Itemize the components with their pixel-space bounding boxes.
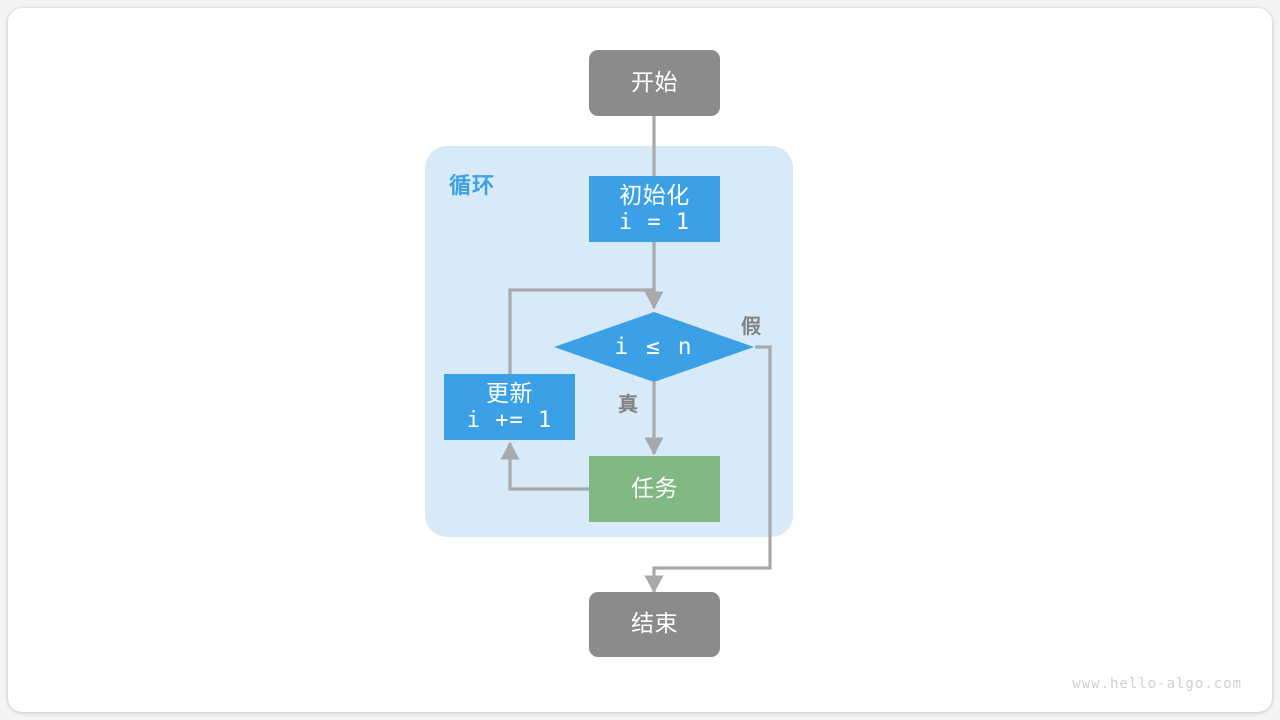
node-init-title: 初始化 <box>619 182 690 209</box>
edge-label-false: 假 <box>741 314 762 338</box>
node-init-code: i = 1 <box>618 209 691 235</box>
node-update-title: 更新 <box>486 380 533 407</box>
node-start[interactable]: 开始 <box>589 50 720 116</box>
node-start-label: 开始 <box>631 69 678 96</box>
edge-update-to-decision <box>508 288 654 374</box>
node-update-code: i += 1 <box>466 407 553 433</box>
node-decision-label[interactable]: i ≤ n <box>614 334 694 360</box>
watermark: www.hello-algo.com <box>1072 676 1242 692</box>
node-update[interactable]: 更新 i += 1 <box>444 374 575 440</box>
loop-container-label: 循环 <box>449 174 496 199</box>
node-task[interactable]: 任务 <box>589 456 720 522</box>
node-end-label: 结束 <box>631 611 678 638</box>
edge-task-to-update <box>500 441 589 491</box>
edge-decision-false-to-end <box>644 345 772 594</box>
node-end[interactable]: 结束 <box>589 592 720 657</box>
node-init[interactable]: 初始化 i = 1 <box>589 176 720 242</box>
decision-diamond <box>554 312 754 382</box>
edge-label-true: 真 <box>618 392 639 416</box>
node-task-label: 任务 <box>631 475 678 502</box>
